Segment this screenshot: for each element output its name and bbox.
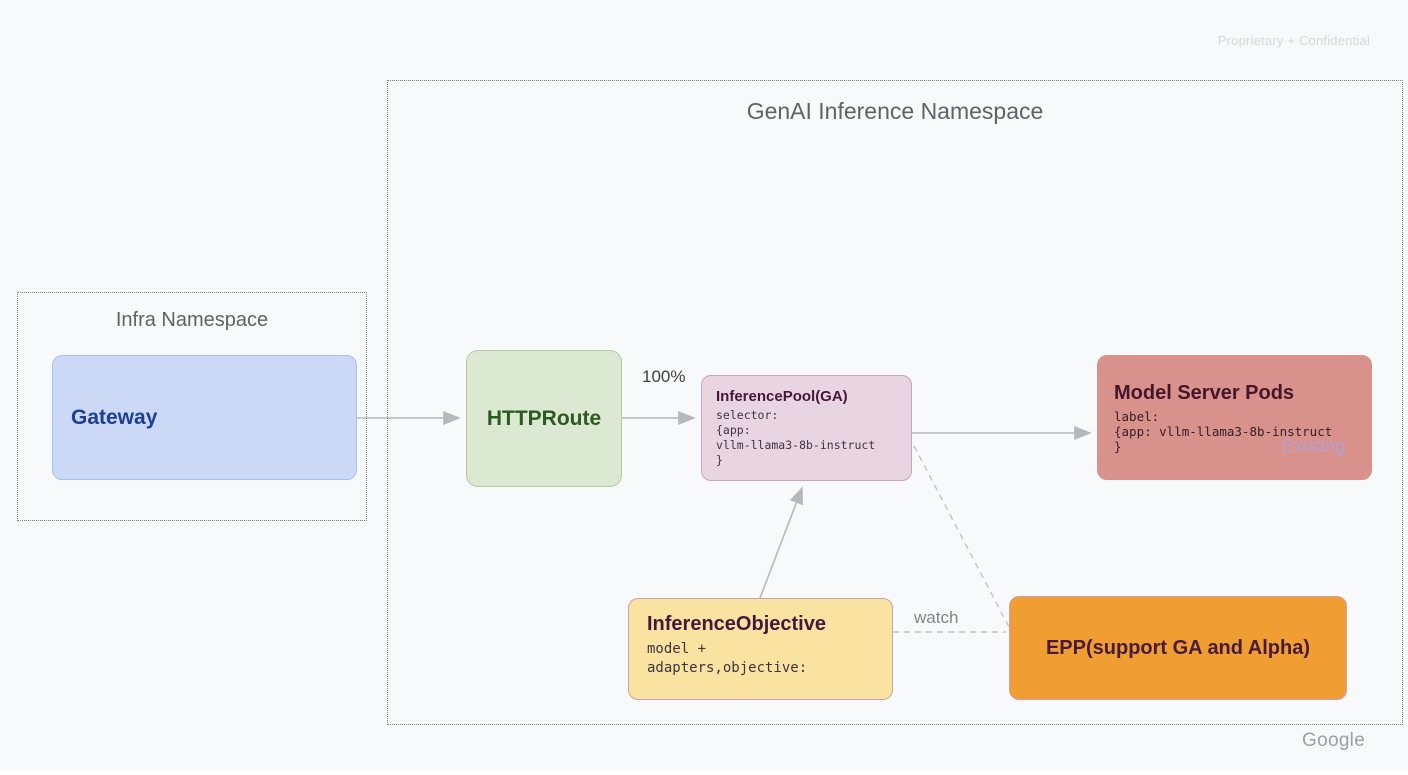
existing-tag: Existing [1281, 436, 1345, 456]
epp-node: EPP(support GA and Alpha) [1009, 596, 1347, 700]
inferencepool-code-line: {app: [716, 423, 751, 437]
gateway-label: Gateway [71, 405, 158, 429]
edge-label-100-percent: 100% [642, 367, 686, 386]
google-logo: Google [1302, 730, 1366, 751]
confidential-watermark: Proprietary + Confidential [1217, 33, 1370, 48]
model-server-pods-title: Model Server Pods [1114, 382, 1295, 404]
inference-objective-code-line: model + [647, 641, 707, 657]
genai-namespace-title: GenAI Inference Namespace [746, 98, 1044, 124]
inferencepool-title: InferencePool(GA) [716, 388, 848, 405]
model-server-pods-code-line: label: [1114, 409, 1160, 424]
inferencepool-code-line: vllm-llama3-8b-instruct [716, 438, 876, 452]
inferencepool-code-line: } [716, 453, 723, 467]
inference-objective-title: InferenceObjective [647, 613, 826, 635]
epp-label: EPP(support GA and Alpha) [1045, 636, 1311, 659]
model-server-pods-code-line: {app: vllm-llama3-8b-instruct [1114, 424, 1333, 439]
model-server-pods-node: Model Server Pods label: {app: vllm-llam… [1097, 355, 1372, 480]
infra-namespace-title: Infra Namespace [115, 309, 269, 331]
inference-objective-code-line: adapters,objective: [647, 660, 808, 676]
gateway-node: Gateway [52, 355, 357, 480]
edge-label-watch: watch [914, 608, 959, 627]
bottom-edge-strip [0, 769, 1408, 775]
inferencepool-code-line: selector: [716, 408, 779, 422]
httproute-node: HTTPRoute [466, 350, 622, 487]
genai-namespace-container: GenAI Inference Namespace [387, 80, 1403, 725]
infra-namespace-container: Infra Namespace [17, 292, 367, 521]
model-server-pods-code-line: } [1114, 439, 1122, 454]
httproute-label: HTTPRoute [486, 406, 602, 430]
inference-objective-node: InferenceObjective model + adapters,obje… [628, 598, 893, 700]
inferencepool-node: InferencePool(GA) selector: {app: vllm-l… [701, 375, 912, 481]
